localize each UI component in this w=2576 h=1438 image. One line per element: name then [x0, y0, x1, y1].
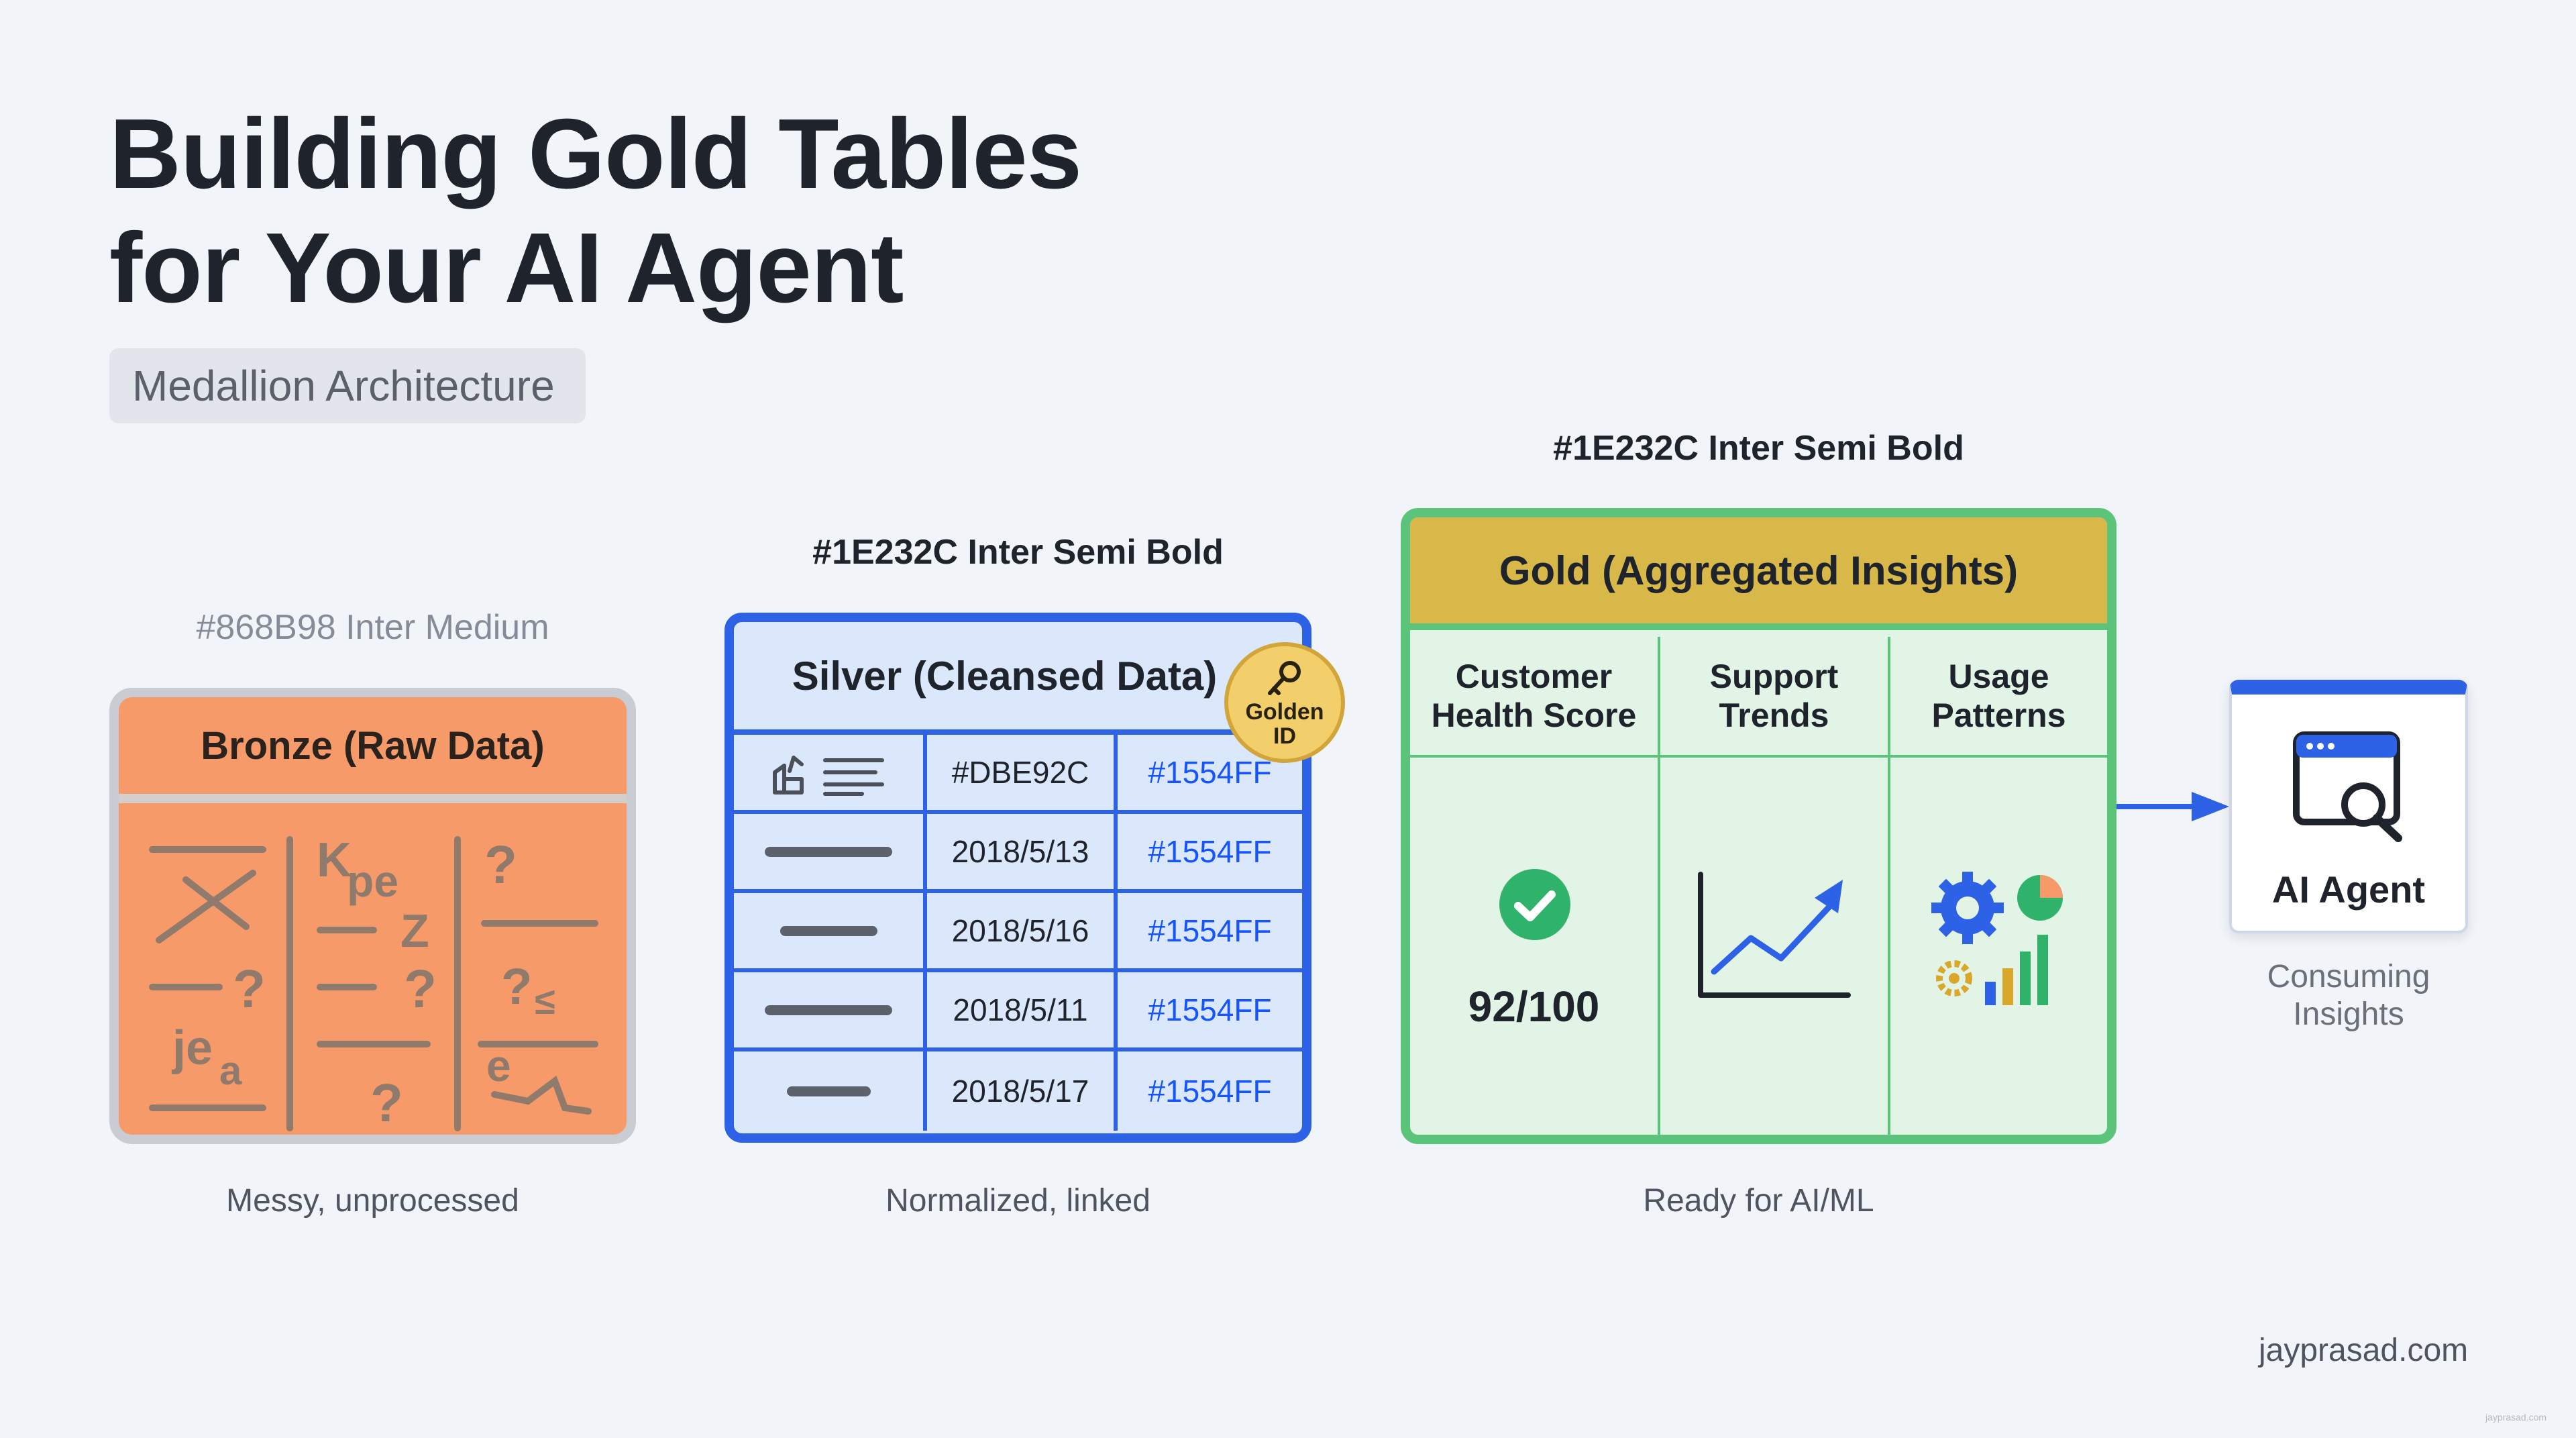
trend-chart-icon	[1698, 872, 1851, 998]
column-title: Support	[1709, 658, 1839, 695]
redacted-bar	[780, 925, 877, 936]
svg-text:e: e	[486, 1041, 511, 1090]
arrow-right-icon	[2116, 792, 2229, 821]
svg-text:?: ?	[370, 1073, 403, 1133]
column-title: Health Score	[1431, 697, 1637, 734]
row-date: 2018/5/17	[927, 1051, 1118, 1131]
gear-icon	[1931, 872, 2004, 944]
gold-caption: Ready for AI/ML	[1643, 1183, 1874, 1219]
bronze-messy-content: ? K pe Z ? ? ? ≤ je a ? e	[119, 813, 627, 1135]
svg-text:?: ?	[484, 835, 517, 894]
watermark: jayprasad.com	[2485, 1412, 2547, 1423]
silver-annotation: #1E232C Inter Semi Bold	[812, 533, 1224, 572]
gold-header: Gold (Aggregated Insights)	[1410, 517, 2107, 630]
svg-text:?: ?	[404, 959, 437, 1019]
bronze-header: Bronze (Raw Data)	[119, 697, 627, 803]
silver-table: Silver (Cleansed Data) #DBE92C #155	[724, 613, 1311, 1143]
table-row: #DBE92C #1554FF	[734, 735, 1302, 814]
title-line-2: for Your AI Agent	[109, 213, 904, 323]
merge-doc-icon	[734, 735, 927, 810]
column-title: Trends	[1719, 697, 1829, 734]
svg-text:a: a	[219, 1048, 242, 1093]
silver-header-cell-2: #DBE92C	[927, 735, 1118, 810]
subtitle-pill: Medallion Architecture	[109, 348, 586, 423]
table-row: 2018/5/11 #1554FF	[734, 972, 1302, 1051]
svg-text:pe: pe	[347, 856, 398, 906]
redacted-bar	[765, 846, 892, 857]
column-title: Usage	[1948, 658, 2049, 695]
pie-chart-icon	[2017, 875, 2063, 921]
table-row: 2018/5/16 #1554FF	[734, 893, 1302, 972]
row-id: #1554FF	[1148, 913, 1272, 948]
golden-id-label: Golden ID	[1245, 699, 1324, 749]
svg-text:je: je	[171, 1021, 213, 1075]
key-icon	[1268, 661, 1301, 695]
checkmark-icon	[1499, 869, 1570, 940]
row-date: 2018/5/11	[927, 972, 1118, 1047]
gold-annotation: #1E232C Inter Semi Bold	[1553, 429, 1964, 468]
footer-credit: jayprasad.com	[2259, 1333, 2469, 1368]
bronze-annotation: #868B98 Inter Medium	[196, 608, 549, 647]
column-title: Patterns	[1931, 697, 2066, 734]
redacted-bar	[786, 1086, 871, 1096]
row-id: #1554FF	[1148, 992, 1272, 1027]
ai-agent-label: AI Agent	[2271, 868, 2426, 911]
svg-text:?: ?	[233, 959, 266, 1019]
silver-caption: Normalized, linked	[885, 1183, 1150, 1219]
column-title: Customer	[1455, 658, 1613, 695]
svg-text:K: K	[317, 833, 352, 887]
row-id: #1554FF	[1148, 1074, 1272, 1109]
usage-analytics-icon	[1931, 872, 2063, 1005]
svg-text:?: ?	[501, 958, 532, 1015]
svg-text:≤: ≤	[535, 980, 555, 1022]
redacted-bar	[765, 1005, 892, 1015]
table-row: 2018/5/13 #1554FF	[734, 814, 1302, 893]
row-id: #1554FF	[1148, 834, 1272, 869]
silver-header-cell-3: #1554FF	[1148, 755, 1272, 790]
bronze-table: Bronze (Raw Data) ? K pe	[109, 688, 636, 1144]
ai-agent-card: AI Agent	[2229, 680, 2468, 933]
svg-text:Z: Z	[400, 905, 429, 957]
agent-caption: Consuming Insights	[2267, 959, 2430, 1032]
health-score-value: 92/100	[1468, 982, 1600, 1031]
silver-grid: #DBE92C #1554FF 2018/5/13 #1554FF 2018/5…	[734, 735, 1302, 1131]
page-title: Building Gold Tables for Your AI Agent	[109, 97, 1082, 325]
row-date: 2018/5/13	[927, 814, 1118, 889]
browser-search-icon	[2293, 731, 2402, 842]
small-gear-icon	[1936, 960, 1972, 996]
bronze-caption: Messy, unprocessed	[226, 1183, 519, 1219]
table-row: 2018/5/17 #1554FF	[734, 1051, 1302, 1131]
bar-chart-icon	[1985, 935, 2048, 1005]
silver-header: Silver (Cleansed Data)	[734, 622, 1302, 735]
row-date: 2018/5/16	[927, 893, 1118, 968]
title-line-1: Building Gold Tables	[109, 99, 1082, 209]
golden-id-badge: Golden ID	[1224, 642, 1345, 763]
messy-scribbles-icon: ? K pe Z ? ? ? ≤ je a ? e	[149, 833, 598, 1133]
